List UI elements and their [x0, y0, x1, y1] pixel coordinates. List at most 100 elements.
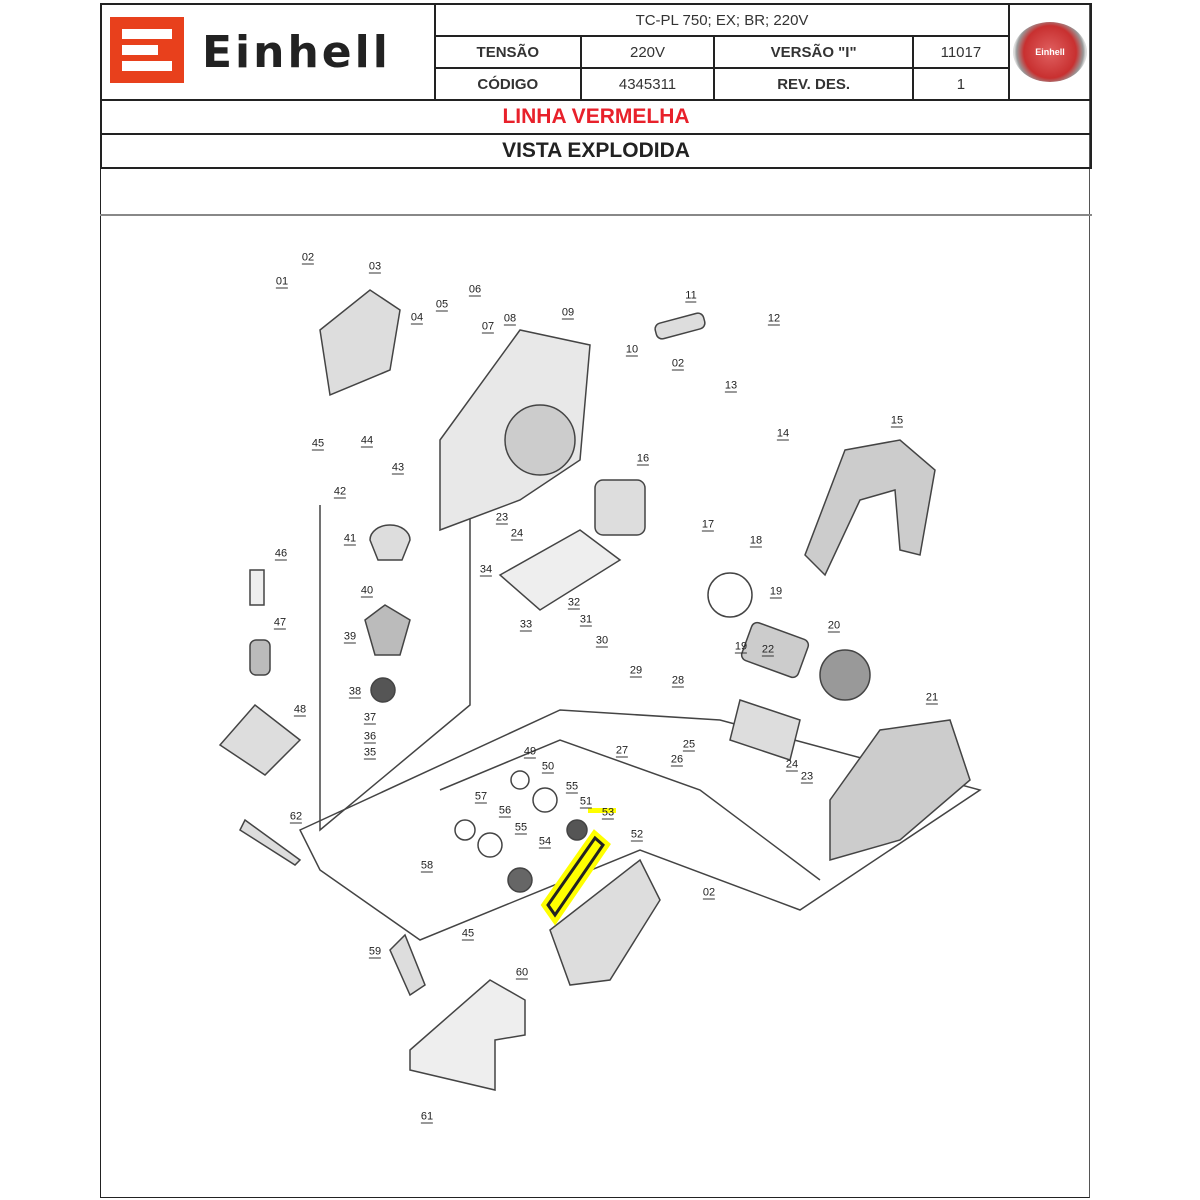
- part-label-36: 36: [363, 730, 377, 744]
- rev-value: 1: [911, 67, 1011, 101]
- part-label-35: 35: [363, 746, 377, 760]
- part-52-cover: [549, 858, 661, 986]
- part-label-37: 37: [363, 711, 377, 725]
- versao-value: 11017: [911, 35, 1011, 69]
- einhell-logo: Einhell: [100, 3, 436, 101]
- part-47-spring: [249, 639, 271, 676]
- brand-name: Einhell: [202, 27, 391, 78]
- part-fan: [819, 649, 871, 701]
- part-label-50: 50: [541, 760, 555, 774]
- part-label-60: 60: [515, 966, 529, 980]
- seal-cell: Einhell: [1008, 3, 1092, 101]
- part-label-15: 15: [890, 414, 904, 428]
- part-label-47: 47: [273, 616, 287, 630]
- part-label-08: 08: [503, 312, 517, 326]
- part-motor-cover: [504, 404, 576, 476]
- part-60-guide: [409, 979, 526, 1091]
- divider: [100, 214, 1092, 216]
- codigo-value: 4345311: [579, 67, 716, 101]
- label-53-highlight: [588, 808, 616, 813]
- part-label-32: 32: [567, 596, 581, 610]
- part-03: [319, 289, 401, 397]
- part-41-knob: [369, 524, 411, 561]
- part-38: [370, 677, 396, 703]
- part-49: [510, 770, 530, 790]
- part-label-03: 03: [368, 260, 382, 274]
- part-label-28: 28: [671, 674, 685, 688]
- guide-line: [439, 739, 821, 881]
- part-62-wrench: [239, 818, 302, 866]
- part-label-25: 25: [682, 738, 696, 752]
- part-label-31: 31: [579, 613, 593, 627]
- part-label-20: 20: [827, 619, 841, 633]
- part-label-19: 19: [734, 640, 748, 654]
- part-label-40: 40: [360, 584, 374, 598]
- part-15-handle: [804, 439, 936, 577]
- model-cell: TC-PL 750; EX; BR; 220V: [434, 3, 1010, 37]
- part-label-10: 10: [625, 343, 639, 357]
- part-label-59: 59: [368, 945, 382, 959]
- part-39: [364, 604, 411, 656]
- part-21-housing: [829, 719, 971, 861]
- part-label-07: 07: [481, 320, 495, 334]
- part-label-58: 58: [420, 859, 434, 873]
- part-label-49: 49: [523, 745, 537, 759]
- part-label-43: 43: [391, 461, 405, 475]
- guide-line: [298, 709, 982, 941]
- part-54-pulley: [507, 867, 533, 893]
- part-11: [654, 312, 706, 340]
- part-label-19: 19: [769, 585, 783, 599]
- part-59: [389, 933, 426, 997]
- part-label-26: 26: [670, 753, 684, 767]
- part-label-52: 52: [630, 828, 644, 842]
- part-label-04: 04: [410, 311, 424, 325]
- view-title: VISTA EXPLODIDA: [100, 135, 1092, 169]
- part-label-21: 21: [925, 691, 939, 705]
- part-label-22: 22: [761, 643, 775, 657]
- part-20-armature: [740, 621, 810, 679]
- part-label-18: 18: [749, 534, 763, 548]
- part-label-55: 55: [514, 821, 528, 835]
- versao-label: VERSÃO "I": [713, 35, 914, 69]
- part-label-14: 14: [776, 427, 790, 441]
- part-label-48: 48: [293, 703, 307, 717]
- tensao-label: TENSÃO: [434, 35, 582, 69]
- part-label-44: 44: [360, 434, 374, 448]
- part-label-38: 38: [348, 685, 362, 699]
- part-label-39: 39: [343, 630, 357, 644]
- tensao-value: 220V: [579, 35, 716, 69]
- part-label-53: 53: [601, 806, 615, 820]
- part-46: [249, 569, 265, 606]
- part-56: [477, 832, 503, 858]
- part-53-belt: [546, 835, 605, 918]
- part-51-pulley: [566, 819, 588, 841]
- part-label-24: 24: [510, 527, 524, 541]
- part-label-02: 02: [301, 251, 315, 265]
- einhell-seal-icon: Einhell: [1013, 22, 1087, 82]
- part-label-34: 34: [479, 563, 493, 577]
- part-label-23: 23: [495, 511, 509, 525]
- part-33-plate: [498, 529, 622, 611]
- part-label-45: 45: [311, 437, 325, 451]
- part-18: [707, 572, 753, 618]
- part-label-12: 12: [767, 312, 781, 326]
- part-label-46: 46: [274, 547, 288, 561]
- part-label-57: 57: [474, 790, 488, 804]
- part-label-05: 05: [435, 298, 449, 312]
- part-label-17: 17: [701, 518, 715, 532]
- logo-mark: [110, 17, 184, 83]
- title-block: Einhell TC-PL 750; EX; BR; 220V Einhell …: [100, 3, 1092, 101]
- part-label-62: 62: [289, 810, 303, 824]
- part-label-54: 54: [538, 835, 552, 849]
- part-label-09: 09: [561, 306, 575, 320]
- part-label-33: 33: [519, 618, 533, 632]
- guide-line: [319, 490, 471, 832]
- part-label-02: 02: [671, 357, 685, 371]
- part-label-55: 55: [565, 780, 579, 794]
- part-22: [729, 699, 801, 761]
- part-label-02: 02: [702, 886, 716, 900]
- part-label-30: 30: [595, 634, 609, 648]
- part-50: [532, 787, 558, 813]
- part-label-24: 24: [785, 758, 799, 772]
